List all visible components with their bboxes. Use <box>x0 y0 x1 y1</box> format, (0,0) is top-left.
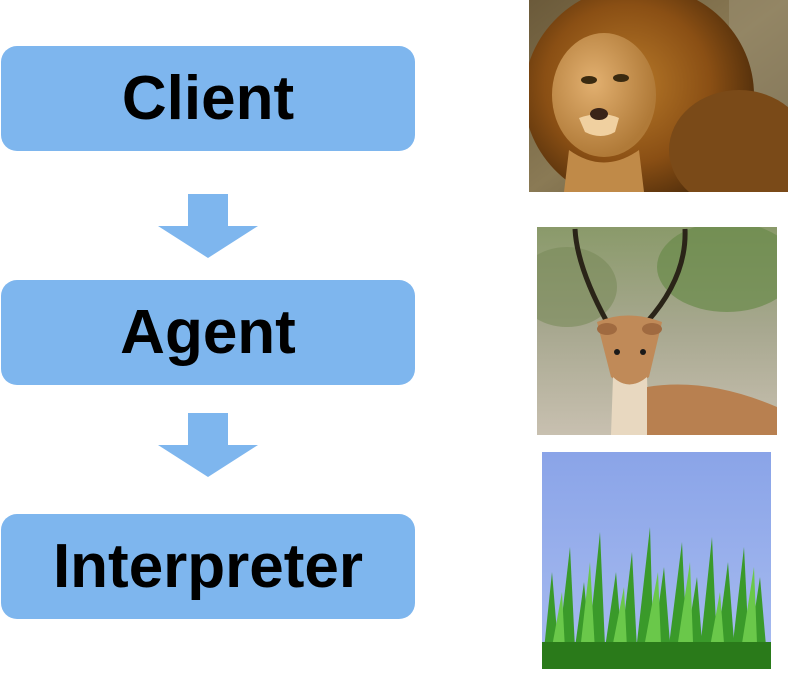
arrow-client-to-agent <box>158 194 258 258</box>
lion-photo <box>529 0 788 192</box>
node-interpreter-label: Interpreter <box>52 532 364 601</box>
grass-photo <box>542 452 771 669</box>
node-client: Client <box>1 46 415 151</box>
arrow-agent-to-interpreter <box>158 413 258 477</box>
impala-photo <box>537 227 777 435</box>
node-client-label: Client <box>121 64 295 133</box>
node-interpreter: Interpreter <box>1 514 415 619</box>
node-agent: Agent <box>1 280 415 385</box>
node-agent-label: Agent <box>120 298 296 367</box>
